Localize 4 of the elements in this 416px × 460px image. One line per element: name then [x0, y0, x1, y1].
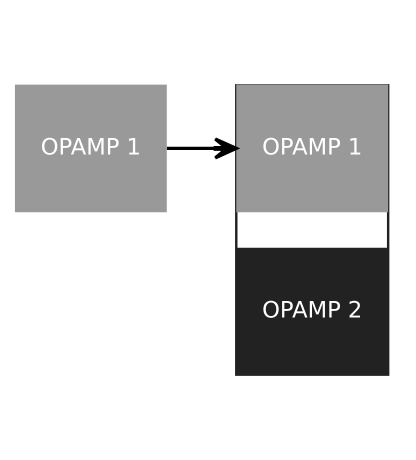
arrow [166, 137, 238, 160]
node-box: OPAMP 1 [236, 84, 388, 212]
node-box: OPAMP 1 [14, 84, 167, 212]
node-box: OPAMP 2 [236, 248, 388, 376]
